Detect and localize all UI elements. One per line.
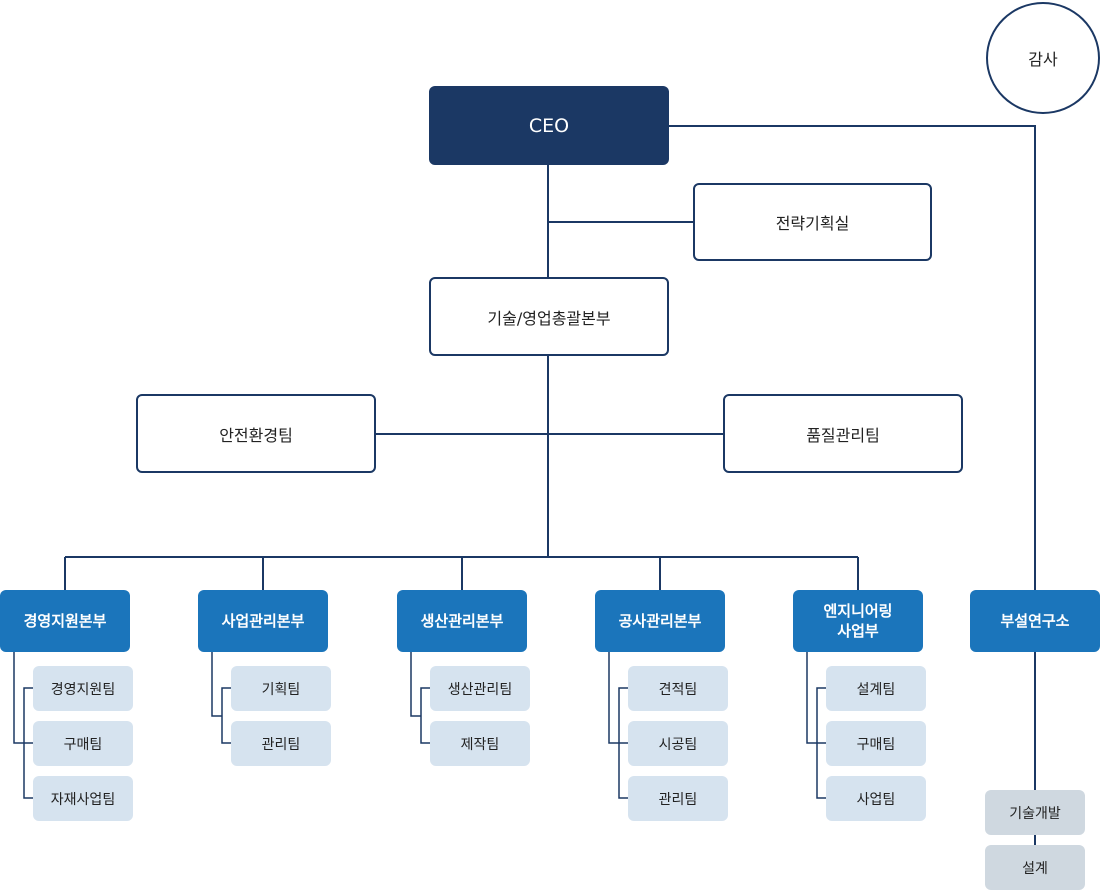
research-node: 부설연구소 (970, 590, 1100, 652)
rnd-team-node: 기술개발 (985, 790, 1085, 835)
division-node: 엔지니어링 사업부 (793, 590, 923, 652)
ceo-to-research-line (668, 125, 1036, 590)
team-node: 설계팀 (826, 666, 926, 711)
quality-team-node: 품질관리팀 (723, 394, 963, 473)
team-node: 구매팀 (826, 721, 926, 766)
team-node: 시공팀 (628, 721, 728, 766)
team-node: 생산관리팀 (430, 666, 530, 711)
team-node: 제작팀 (430, 721, 530, 766)
team-node: 경영지원팀 (33, 666, 133, 711)
rnd-team-node: 설계 (985, 845, 1085, 890)
tech-sales-hq-node: 기술/영업총괄본부 (429, 277, 669, 356)
division-node: 생산관리본부 (397, 590, 527, 652)
team-node: 관리팀 (231, 721, 331, 766)
safety-team-node: 안전환경팀 (136, 394, 376, 473)
team-node: 자재사업팀 (33, 776, 133, 821)
division-node: 공사관리본부 (595, 590, 725, 652)
team-brackets (13, 652, 827, 799)
strategy-office-node: 전략기획실 (693, 183, 932, 261)
team-node: 관리팀 (628, 776, 728, 821)
audit-node: 감사 (986, 2, 1100, 114)
division-node: 사업관리본부 (198, 590, 328, 652)
team-node: 견적팀 (628, 666, 728, 711)
team-node: 구매팀 (33, 721, 133, 766)
team-node: 사업팀 (826, 776, 926, 821)
division-node: 경영지원본부 (0, 590, 130, 652)
team-node: 기획팀 (231, 666, 331, 711)
ceo-node: CEO (429, 86, 669, 165)
